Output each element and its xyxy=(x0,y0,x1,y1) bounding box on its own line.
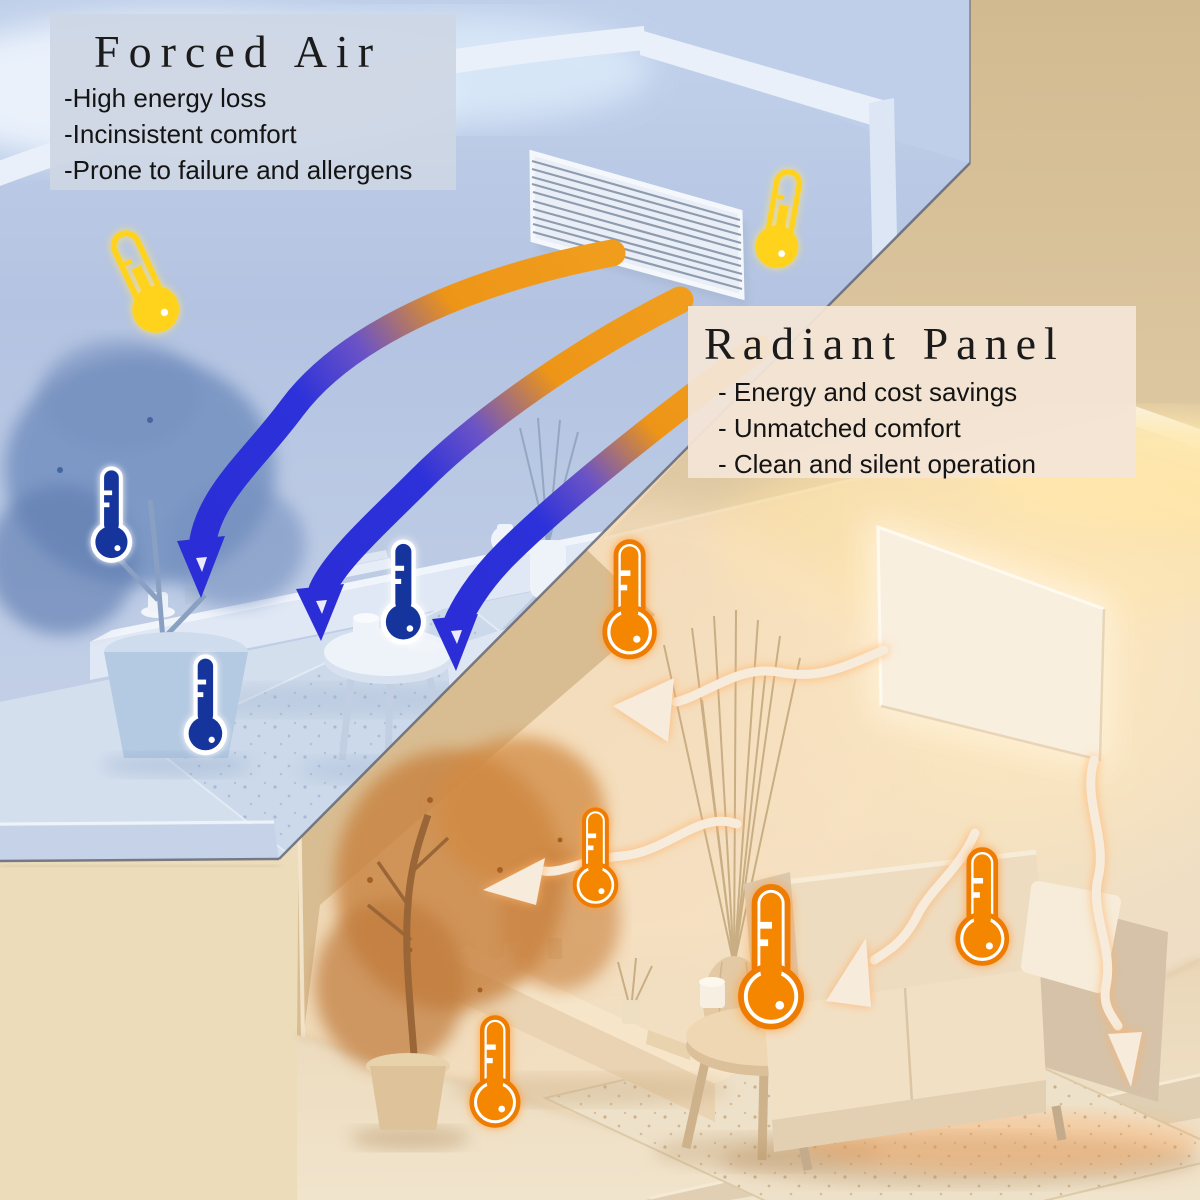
exterior-ground xyxy=(0,797,655,1200)
radiant-heat-wave-arrows xyxy=(539,645,1123,1031)
radiant-heat-wave-arrow xyxy=(1086,755,1123,1031)
platform-front xyxy=(0,824,279,861)
airflow-arrow-icon xyxy=(308,286,694,604)
book xyxy=(646,1030,692,1060)
forced-air-label-card: Forced Air -High energy loss -Incinsiste… xyxy=(50,14,456,190)
radiant-panel-point: - Clean and silent operation xyxy=(718,448,1036,479)
sofa-pillow xyxy=(1021,881,1121,993)
ceiling-air-vent xyxy=(529,149,748,307)
forced-air-point: -Incinsistent comfort xyxy=(64,118,297,149)
scene-split-edge xyxy=(0,0,971,863)
radiant-heat-wave-arrow xyxy=(671,645,889,707)
forced-air-point: -High energy loss xyxy=(64,82,267,113)
sofa-seat xyxy=(764,968,1046,1122)
radiant-panel-title: Radiant Panel xyxy=(704,318,1065,369)
radiant-panel-point: - Energy and cost savings xyxy=(718,376,1018,407)
cup xyxy=(353,618,379,640)
radiant-heat-arrowheads xyxy=(483,678,1142,1087)
radiant-panel-label-card: Radiant Panel - Energy and cost savings … xyxy=(688,306,1136,479)
diffuser-jar xyxy=(622,998,640,1024)
mug xyxy=(700,982,725,1008)
airflow-arrow-icon xyxy=(189,239,626,554)
forced-air-point: -Prone to failure and allergens xyxy=(64,154,413,185)
radiant-heat-wave-arrow xyxy=(869,828,980,965)
radiant-wall-panel xyxy=(878,527,1104,760)
bowl xyxy=(407,639,441,653)
warm-wall-outer-face xyxy=(297,548,655,1040)
radiant-panel-point: - Unmatched comfort xyxy=(718,412,961,443)
forced-air-title: Forced Air xyxy=(94,26,383,77)
radiant-heat-wave-arrow xyxy=(539,816,742,876)
